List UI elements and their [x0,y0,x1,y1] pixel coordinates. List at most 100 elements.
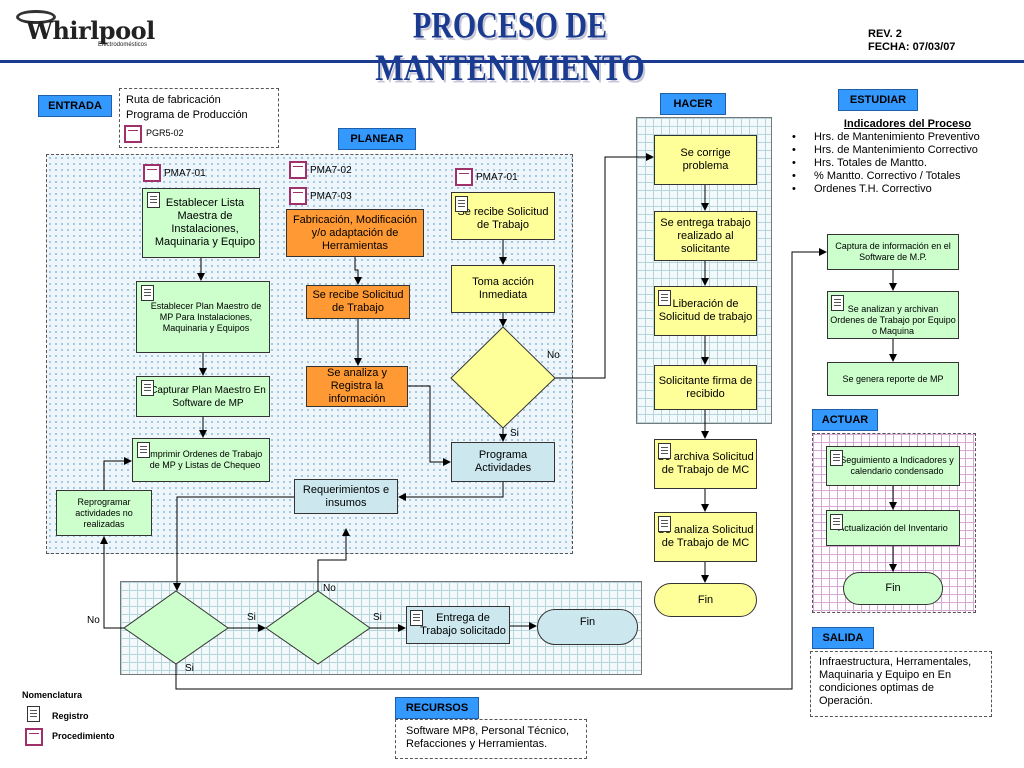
whirlpool-logo: Whirlpool Electrodomésticos [12,8,155,52]
captura-box: Captura de información en el Software de… [827,234,959,270]
procedure-icon [289,187,307,205]
salida-box: Infraestructura, Herramentales, Maquinar… [810,651,992,717]
register-icon [830,450,843,466]
planear-label: PLANEAR [338,128,416,150]
analisis-text: Análisis de Solicitud de Trabajo [475,360,533,398]
liberacion-box: Liberación de Solicitud de trabajo [654,286,757,336]
establecer-plan-box: Establecer Plan Maestro de MP Para Insta… [136,281,270,353]
recibe-solicitud-yellow-box: Se recibe Solicitud de Trabajo [451,192,555,240]
ejecuta-text: Se ejecuta el Trabajo [144,615,208,640]
logo-subtext: Electrodomésticos [98,42,148,48]
recibe-solicitud-yellow-text: Se recibe Solicitud de Trabajo [457,206,549,231]
register-icon [658,290,671,306]
register-icon [831,295,844,311]
seguimiento-box: Seguimiento a Indicadores y calendario c… [826,446,960,486]
procedure-icon [289,161,307,179]
code-pma7-01-a: PMA7-01 [164,168,206,179]
revision-text: Revisión y Prueba [292,608,344,633]
header: Whirlpool Electrodomésticos PROCESO DE M… [0,0,1024,89]
archiva-box: Se archiva Solicitud de Trabajo de MC [654,439,757,489]
toma-accion-box: Toma acción Inmediata [451,265,555,313]
analiza-registra-box: Se analiza y Registra la información [306,366,408,407]
code-pma7-03: PMA7-03 [310,191,352,202]
recursos-box: Software MP8, Personal Técnico, Refaccio… [395,719,587,759]
reprogramar-box: Reprogramar actividades no realizadas [56,490,152,536]
indicadores-heading: Indicadores del Proceso [843,118,972,130]
hacer-fin-box: Fin [654,583,757,617]
register-icon [27,706,40,722]
code-pma7-01-b: PMA7-01 [476,172,518,183]
estudiar-label: ESTUDIAR [838,89,918,111]
page-title: PROCESO DE MANTENIMIENTO [375,5,645,89]
analiza-mc-box: Se analiza Solicitud de Trabajo de MC [654,512,757,562]
recursos-text: Software MP8, Personal Técnico, Refaccio… [406,725,570,750]
register-icon [455,196,468,212]
register-icon [830,514,843,530]
si-label-revision: Si [373,612,382,623]
actuar-label: ACTUAR [812,409,878,431]
firma-box: Solicitante firma de recibido [654,365,757,410]
bottom-fin-text: Fin [579,616,596,628]
nomenclatura-registro: Registro [52,711,89,721]
analiza-registra-text: Se analiza y Registra la información [327,367,387,405]
indicadores-block: Indicadores del Proceso •Hrs. de Manteni… [790,118,995,218]
establecer-lista-text: Establecer Lista Maestra de Instalacione… [154,197,256,248]
capturar-plan-box: Capturar Plan Maestro En Software de MP [136,376,270,417]
indicator-item: •Ordenes T.H. Correctivo [792,183,932,195]
liberacion-text: Liberación de Solicitud de trabajo [658,298,753,323]
reporte-text: Se genera reporte de MP [842,373,944,384]
entrega-solicitado-box: Entrega de Trabajo solicitado [406,606,510,644]
analiza-mc-text: Se analiza Solicitud de Trabajo de MC [657,524,754,549]
requerimientos-box: Requerimientos e insumos [294,479,398,514]
reprogramar-text: Reprogramar actividades no realizadas [75,496,133,529]
corrige-text: Se corrige problema [680,147,731,172]
no-label-revision: No [323,583,336,594]
si-label-analisis: Si [510,428,519,439]
procedure-icon [455,168,473,186]
firma-text: Solicitante firma de recibido [658,374,753,400]
actualizacion-text: Actualización del Inventario [838,522,948,533]
analizan-archivan-text: Se analizan y archivan Ordenes de Trabaj… [830,303,956,336]
imprimir-ordenes-text: Imprimir Ordenes de Trabajo de MP y List… [147,449,263,470]
entrada-label: ENTRADA [38,95,112,117]
revision: REV. 2 [868,28,902,40]
hacer-fin-text: Fin [697,593,714,606]
actuar-fin-text: Fin [885,582,901,594]
recursos-label: RECURSOS [395,697,479,719]
indicator-item: •Hrs. Totales de Mantto. [792,157,927,169]
logo-swirl-icon [16,10,56,24]
establecer-plan-text: Establecer Plan Maestro de MP Para Insta… [150,300,262,333]
entrada-line2: Programa de Producción [126,109,248,121]
capturar-plan-text: Capturar Plan Maestro En Software de MP [150,384,266,409]
entrada-code: PGR5-02 [146,128,184,138]
code-pma7-02: PMA7-02 [310,165,352,176]
recibe-solicitud-orange-text: Se recibe Solicitud de Trabajo [312,289,404,314]
programa-text: Programa Actividades [474,449,532,474]
recibe-solicitud-orange-box: Se recibe Solicitud de Trabajo [306,285,410,319]
actualizacion-box: Actualización del Inventario [826,510,960,546]
indicator-item: •Hrs. de Mantenimiento Correctivo [792,144,978,156]
captura-text: Captura de información en el Software de… [835,241,951,262]
register-icon [141,285,154,301]
toma-accion-text: Toma acción Inmediata [472,276,534,301]
fabricacion-text: Fabricación, Modificación y/o adaptación… [292,213,418,252]
register-icon [147,192,160,208]
seguimiento-text: Seguimiento a Indicadores y calendario c… [840,455,954,476]
register-icon [410,610,423,626]
entrega-realizado-box: Se entrega trabajo realizado al solicita… [654,211,757,261]
fecha: FECHA: 07/03/07 [868,41,956,53]
register-icon [141,380,154,396]
no-label-ejecuta: No [87,615,100,626]
si-label-bottom: Si [185,663,194,674]
procedure-icon [25,728,43,746]
actuar-fin-box: Fin [843,572,943,605]
corrige-box: Se corrige problema [654,135,757,185]
indicator-item: •% Mantto. Correctivo / Totales [792,170,961,182]
logo-text: Whirlpool [26,16,155,45]
archiva-text: Se archiva Solicitud de Trabajo de MC [657,451,754,476]
register-icon [137,442,150,458]
hacer-label: HACER [660,93,726,115]
reporte-box: Se genera reporte de MP [827,362,959,396]
entrega-realizado-text: Se entrega trabajo realizado al solicita… [660,216,751,255]
no-label-analisis: No [547,350,560,361]
